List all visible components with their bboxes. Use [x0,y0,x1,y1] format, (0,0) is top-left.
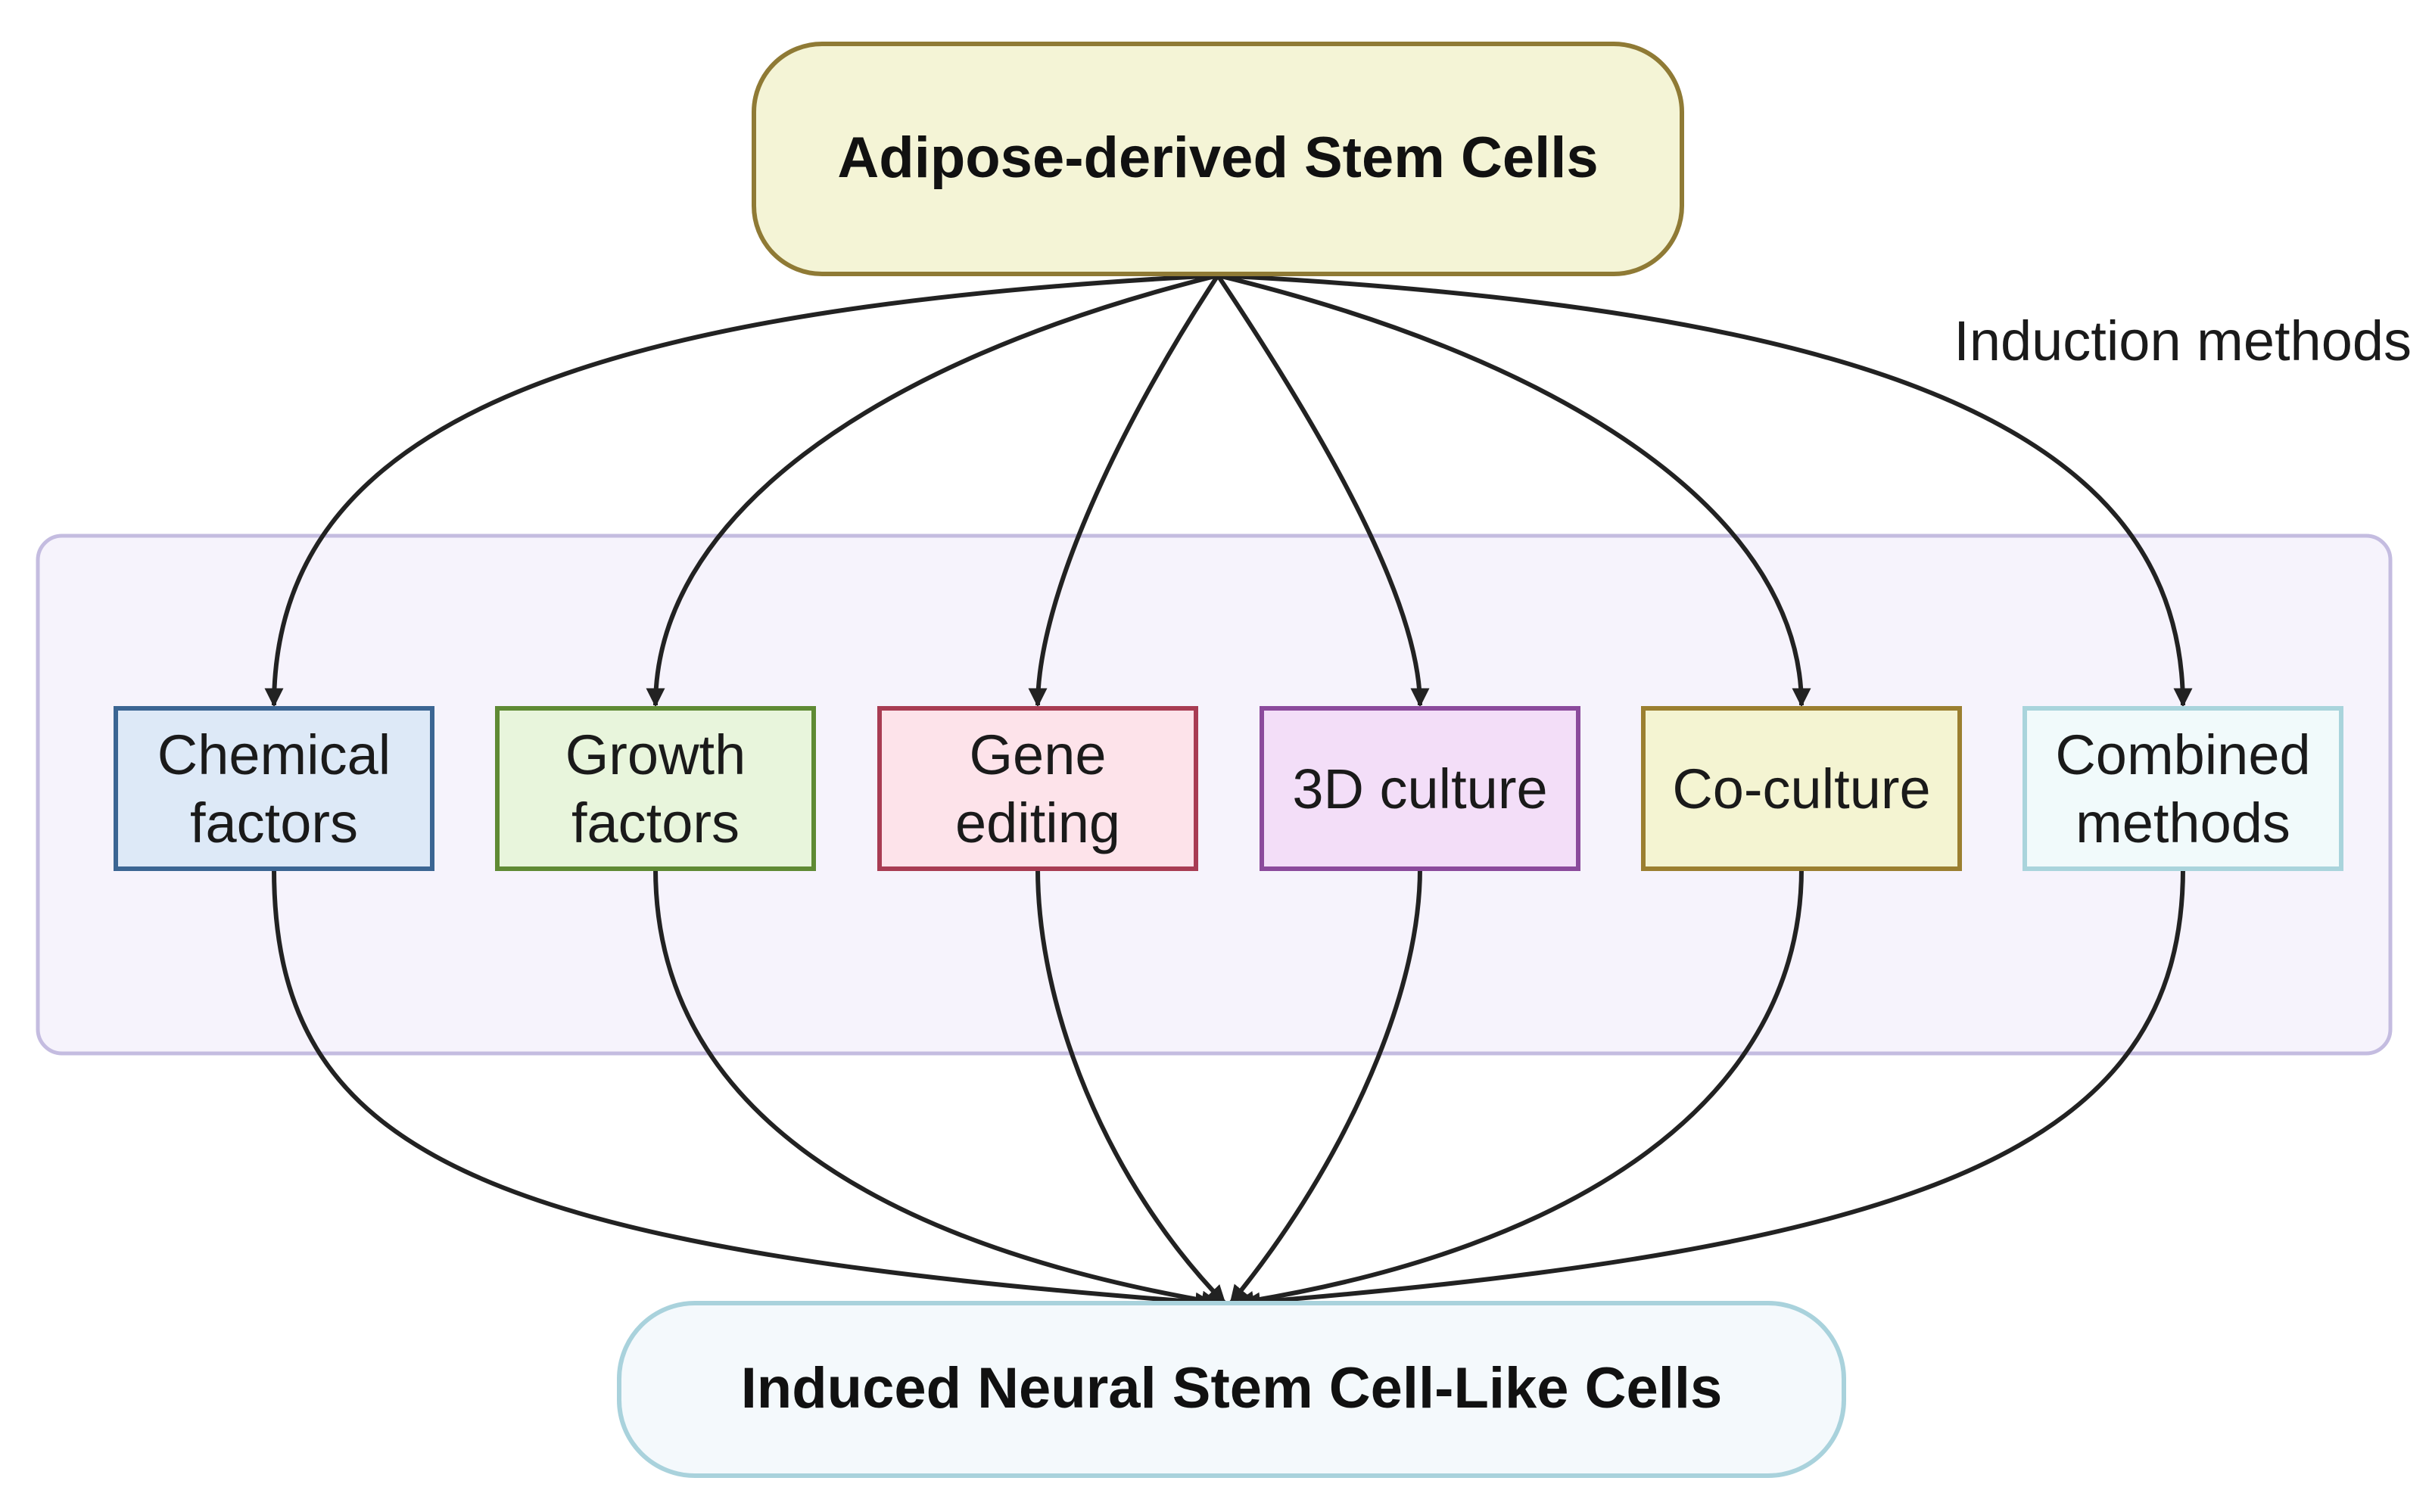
edge-source-to-method-3 [1028,274,1220,708]
method-box [114,706,434,871]
target-node-box [617,1301,1846,1478]
edge-source-to-method-4 [1216,274,1430,708]
method-box [495,706,816,871]
method-box [1641,706,1962,871]
edges [264,273,2193,1311]
method-label-line: factors [571,792,740,854]
method-label-line: factors [190,792,358,854]
method-label-line: Chemical [157,723,391,786]
method-label-line: Combined [2055,723,2310,786]
method-label-line: Co-culture [1672,758,1930,820]
method-label-line: Gene [969,723,1106,786]
edge-method-3-to-target [1035,868,1227,1305]
method-box [877,706,1198,871]
edge-method-5-to-target [1235,868,1804,1310]
method-nodes: ChemicalfactorsGrowthfactorsGeneediting3… [114,706,2343,871]
method-node-4: 3D culture [1260,706,1580,871]
source-node-label: Adipose-derived Stem Cells [837,126,1598,190]
method-node-5: Co-culture [1641,706,1962,871]
edge-source-to-method-5 [1217,273,1811,708]
edge-source-to-method-6 [1217,273,2193,708]
method-label-line: Growth [565,723,746,786]
method-label-line: methods [2075,792,2290,854]
source-node-box [752,42,1684,276]
method-box [2023,706,2343,871]
induction-methods-group [36,534,2393,1056]
edge-method-1-to-target [272,868,1215,1311]
target-node-label: Induced Neural Stem Cell-Like Cells [741,1356,1723,1420]
induction-methods-label: Induction methods [1954,310,2412,372]
method-label-line: 3D culture [1292,758,1547,820]
edge-method-2-to-target [653,868,1221,1310]
edge-source-to-method-2 [646,273,1219,708]
edge-source-to-method-1 [264,273,1219,708]
edge-method-4-to-target [1228,868,1422,1305]
method-label-line: editing [955,792,1120,854]
edge-method-6-to-target [1241,868,2185,1311]
method-box [1260,706,1580,871]
